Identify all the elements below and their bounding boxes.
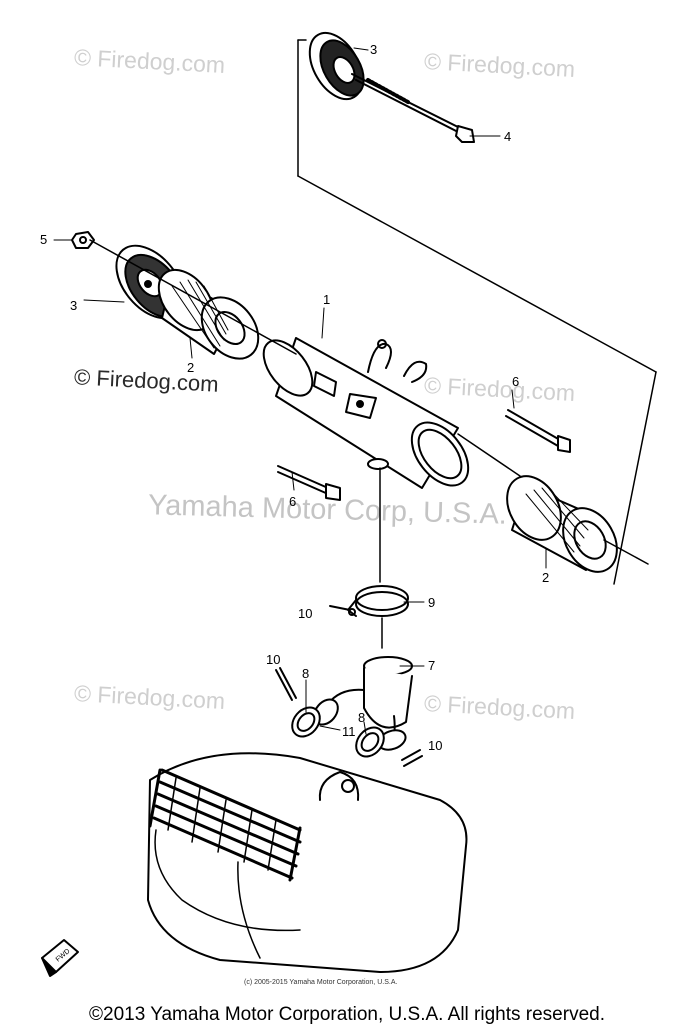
fwd-arrow-icon [41, 939, 79, 977]
small-copyright: (c) 2005-2015 Yamaha Motor Corporation, … [244, 979, 398, 986]
callout-8-right: 8 [358, 710, 365, 725]
callout-numbers: 1 2 2 3 3 4 5 6 6 7 8 8 9 10 10 10 11 [40, 42, 549, 753]
callout-3-upper: 3 [370, 42, 377, 57]
callout-1: 1 [323, 292, 330, 307]
callout-10-upper: 10 [298, 606, 312, 621]
engine-crankcase [147, 752, 468, 973]
screw-10-left [275, 667, 297, 701]
callout-leaders [53, 47, 547, 735]
callout-2-right: 2 [542, 570, 549, 585]
bolt-6-right [505, 409, 571, 453]
callout-6-left: 6 [289, 494, 296, 509]
upper-long-bolt [351, 73, 475, 143]
small-clamp-left [291, 706, 321, 738]
cylinder-fins [148, 768, 302, 882]
bolt-6-left [277, 465, 341, 501]
callout-11: 11 [342, 724, 356, 739]
callout-7: 7 [428, 658, 435, 673]
right-oil-filter [506, 475, 618, 573]
upper-cover-plate [308, 31, 365, 101]
callout-10-left: 10 [266, 652, 280, 667]
footer-copyright: ©2013 Yamaha Motor Corporation, U.S.A. A… [89, 1004, 605, 1025]
screw-10-right [401, 749, 423, 767]
y-joint-hose [313, 656, 413, 751]
callout-6-right: 6 [512, 374, 519, 389]
callout-3-left: 3 [70, 298, 77, 313]
callout-4: 4 [504, 129, 511, 144]
filter-housing [262, 337, 470, 489]
assembly-axis-lines [89, 239, 649, 649]
small-clamp-right [355, 726, 385, 758]
left-oil-filter [157, 268, 260, 360]
hose-clamp [329, 585, 409, 617]
callout-5: 5 [40, 232, 47, 247]
callout-10-right: 10 [428, 738, 442, 753]
callout-9: 9 [428, 595, 435, 610]
callout-2-left: 2 [187, 360, 194, 375]
panel-outline [297, 39, 657, 585]
callout-8-left: 8 [302, 666, 309, 681]
